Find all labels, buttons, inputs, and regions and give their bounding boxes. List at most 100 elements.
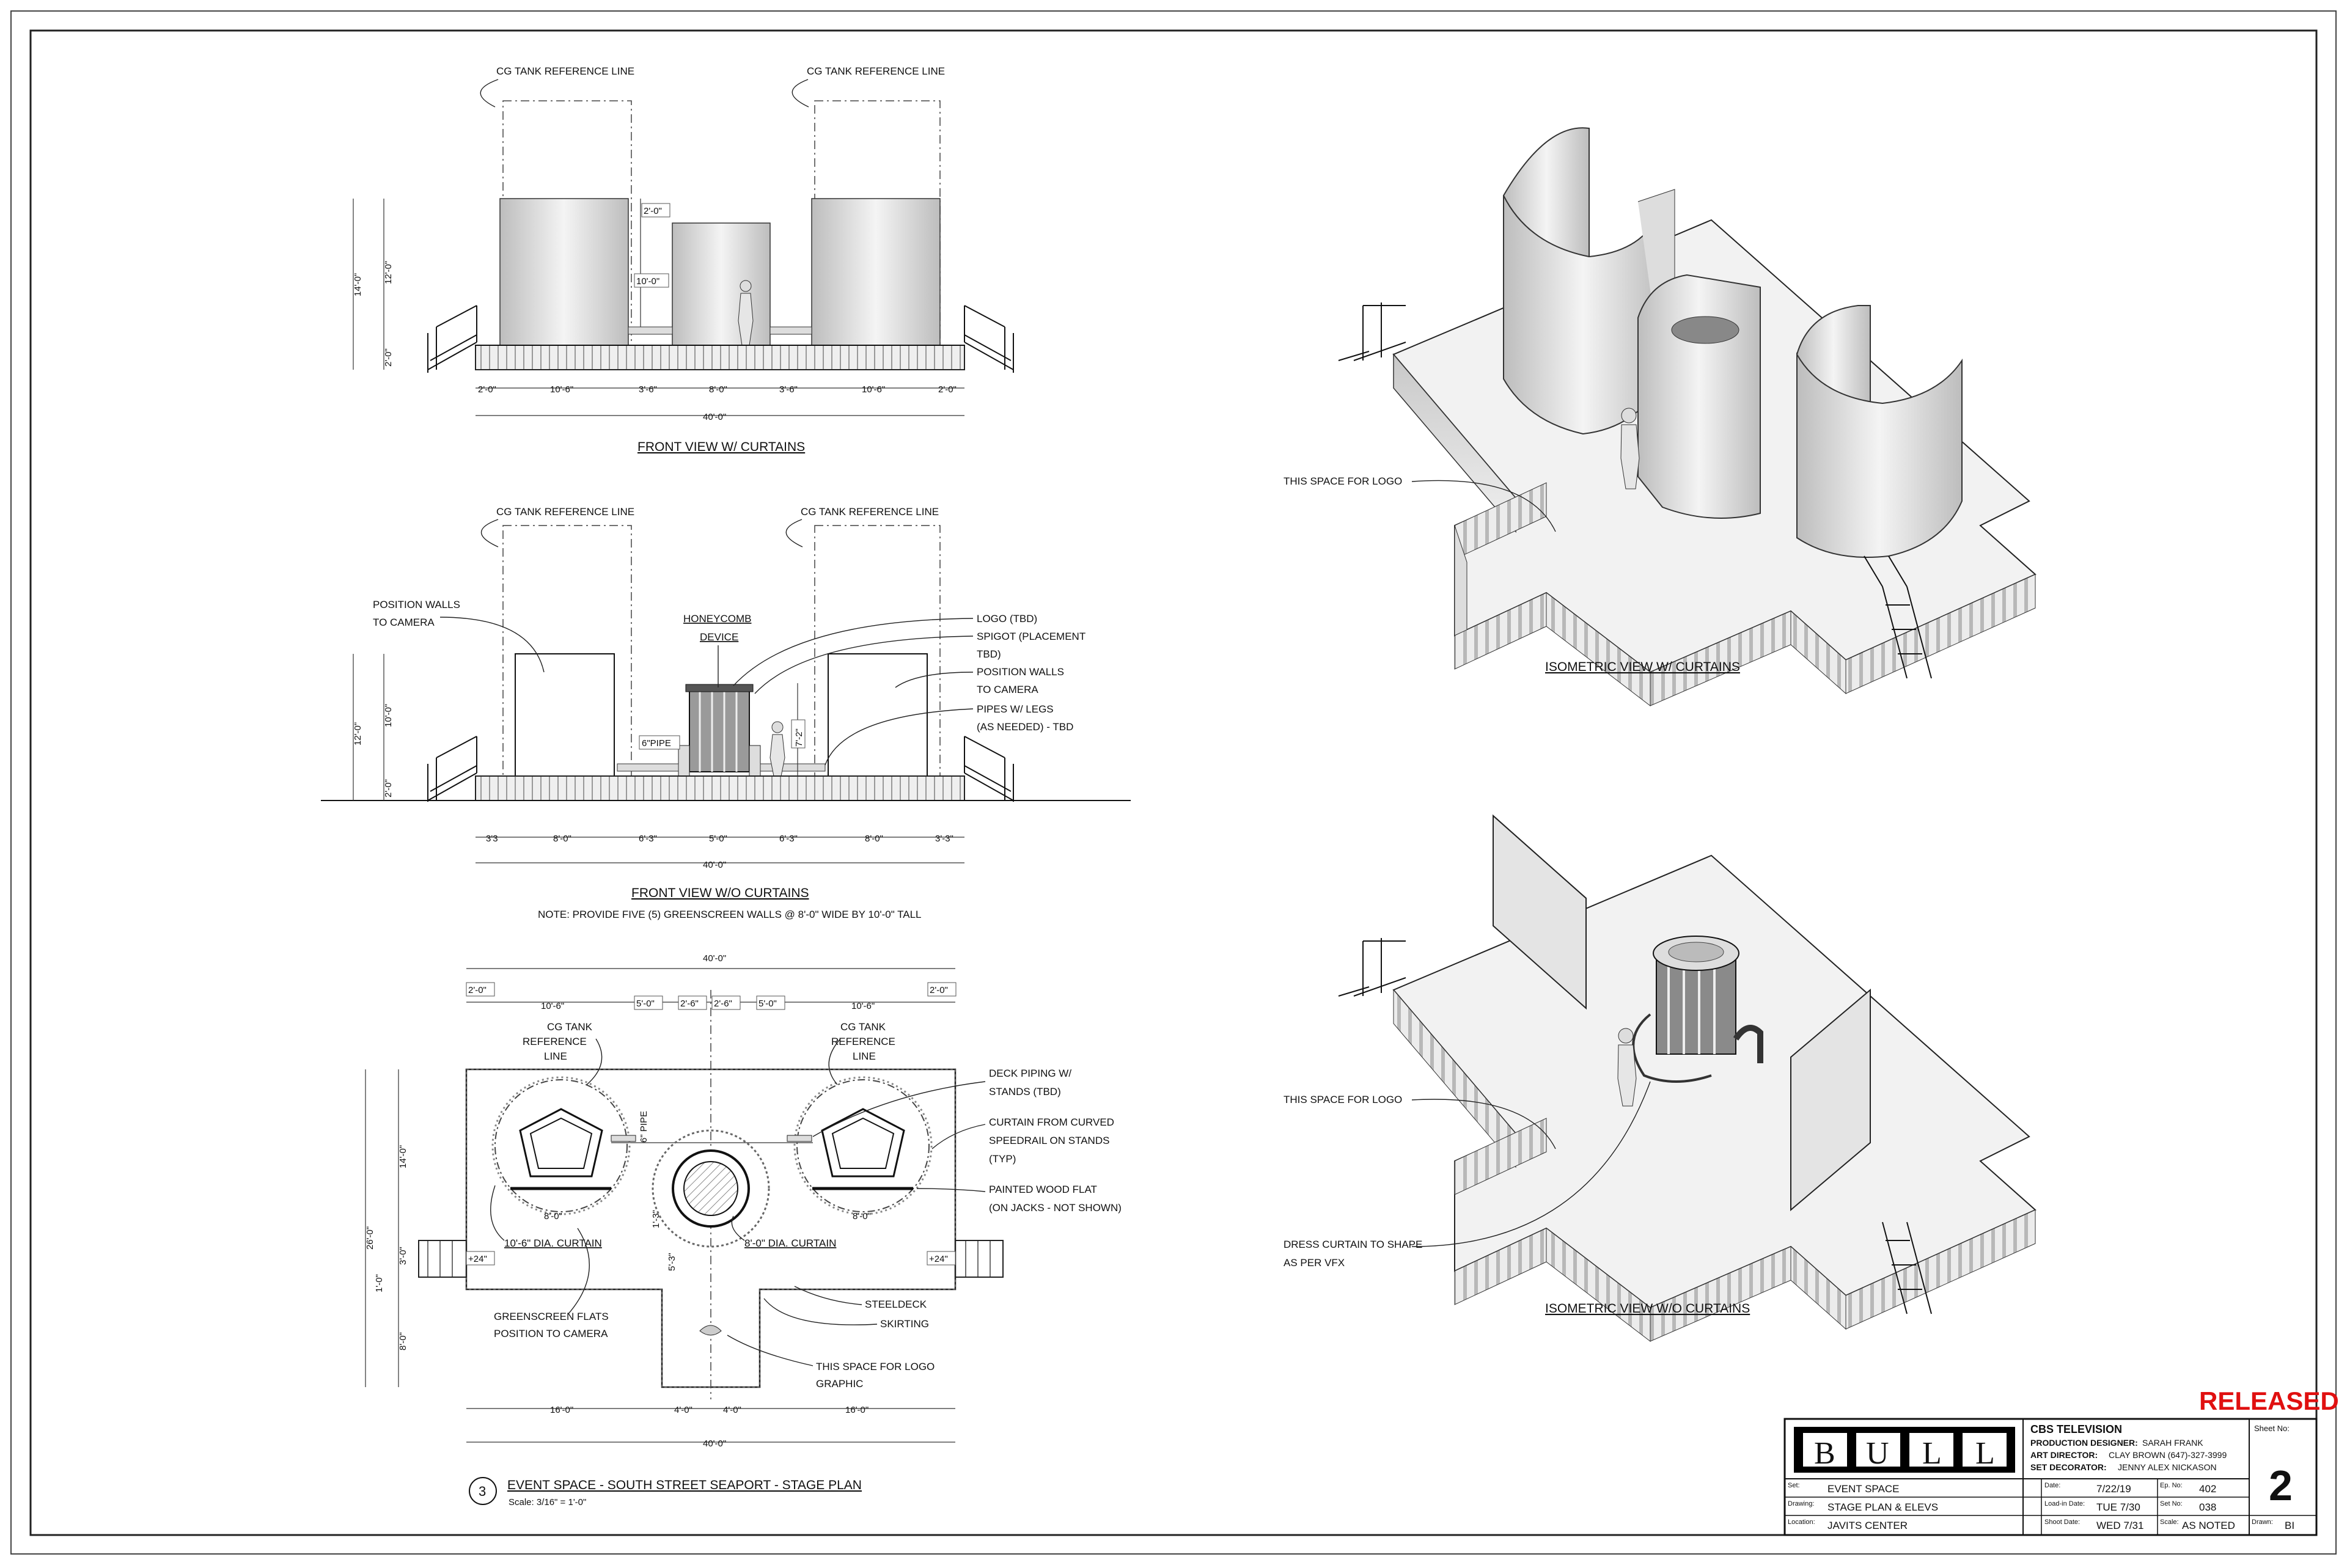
dim: 1'-0" — [374, 1274, 384, 1292]
dim: 12'-0" — [353, 722, 363, 746]
plan-number-circle — [469, 1477, 497, 1505]
dim: 6'-3" — [779, 833, 798, 844]
stair-plan-left — [418, 1240, 467, 1278]
logo-letter: B — [1814, 1436, 1835, 1471]
dim: 2'-0" — [383, 348, 394, 367]
credit-role: ART DIRECTOR: — [2030, 1450, 2098, 1460]
iso-logo-space-2: THIS SPACE FOR LOGO — [1284, 1094, 1402, 1105]
stage-plan: 40'-0" 2'-0" 10'-6" 5'-0" 2'-6" 2'-6" 5'… — [365, 953, 1122, 1508]
plan-title: EVENT SPACE - SOUTH STREET SEAPORT - STA… — [507, 1478, 862, 1492]
title-block: B U L L CBS TELEVISION PRODUCTION DESIGN… — [1783, 1418, 2318, 1536]
dim: 10'-0" — [383, 704, 394, 727]
honeycomb-device — [678, 684, 761, 777]
label-position-walls-r1: POSITION WALLS — [977, 666, 1064, 678]
loadin-value: TUE 7/30 — [2096, 1501, 2140, 1513]
dim: 10'-6" — [550, 384, 573, 395]
label-greenscreen-l1: GREENSCREEN FLATS — [494, 1311, 609, 1322]
iso-curtain-center — [1637, 274, 1761, 519]
drawing-label: Drawing: — [1788, 1500, 1814, 1508]
dim: 3'-0" — [398, 1247, 408, 1265]
title-front-view-with-curtains: FRONT VIEW W/ CURTAINS — [637, 440, 805, 454]
released-stamp: RELEASED — [2199, 1387, 2339, 1415]
dim-total: 40'-0" — [703, 953, 726, 964]
dim-plus24-left: +24" — [468, 1254, 487, 1264]
dim: 2'-6" — [714, 998, 732, 1009]
cg-plan-r2: REFERENCE — [831, 1036, 895, 1047]
label-position-walls-r2: TO CAMERA — [977, 684, 1038, 695]
cg-plan-l3: LINE — [544, 1050, 567, 1062]
credit-name: SARAH FRANK — [2142, 1438, 2203, 1448]
dim: 8'-0" — [853, 1211, 871, 1222]
label-deck-piping-l2: STANDS (TBD) — [989, 1086, 1061, 1097]
isometric-view-with-curtains: THIS SPACE FOR LOGO ISOMETRIC VIEW W/ CU… — [1284, 127, 2037, 707]
label-dia-curtain-2: 8'-0" DIA. CURTAIN — [744, 1237, 836, 1249]
person-figure — [769, 721, 785, 777]
iso-wall-left — [1493, 814, 1587, 1010]
dim: 5'-0" — [709, 833, 727, 844]
date-value: 7/22/19 — [2096, 1483, 2131, 1495]
pipe — [769, 326, 812, 335]
iso-wall-right — [1790, 988, 1871, 1212]
title-iso-without-curtains: ISOMETRIC VIEW W/O CURTAINS — [1545, 1302, 1750, 1316]
iso-deck-top-2 — [1392, 854, 2037, 1309]
cg-plan-l2: REFERENCE — [523, 1036, 587, 1047]
label-logo-tbd: LOGO (TBD) — [977, 613, 1037, 625]
leader — [792, 79, 809, 108]
dim: 2'-0" — [468, 985, 487, 995]
dim: 16'-0" — [550, 1405, 573, 1415]
inner-border — [29, 29, 2318, 1536]
credit-name: JENNY ALEX NICKASON — [2118, 1462, 2217, 1472]
label-spigot-l2: TBD) — [977, 648, 1001, 660]
pipe — [617, 763, 679, 772]
label-6-pipe-plan: 6" PIPE — [639, 1111, 649, 1143]
dim: 3'-6" — [639, 384, 657, 395]
dim: 2'-0" — [938, 384, 957, 395]
logo-letter: L — [1922, 1436, 1942, 1471]
dim: 2'-0" — [478, 384, 496, 395]
dim-plus24-right: +24" — [929, 1254, 948, 1264]
credit-name: CLAY BROWN (647)-327-3999 — [2109, 1450, 2227, 1460]
scale-label: Scale: — [2160, 1519, 2179, 1526]
stair-right — [964, 305, 1014, 373]
company: CBS TELEVISION — [2030, 1423, 2122, 1435]
dim: 8'-0" — [865, 833, 883, 844]
curtain-left — [499, 198, 629, 346]
stair-left — [427, 305, 477, 373]
plan-number: 3 — [479, 1484, 486, 1499]
title-iso-with-curtains: ISOMETRIC VIEW W/ CURTAINS — [1545, 660, 1740, 674]
stage-skirting — [475, 775, 965, 801]
cg-label-2: CG TANK REFERENCE LINE — [807, 65, 945, 77]
label-logo-graphic-l2: GRAPHIC — [816, 1378, 863, 1390]
label-honeycomb-l1: HONEYCOMB — [683, 613, 751, 625]
dim: 2'-0" — [930, 985, 948, 995]
iso-honeycomb-device — [1632, 936, 1763, 1083]
curtain-center — [672, 222, 771, 346]
ep-label: Ep. No: — [2160, 1482, 2183, 1489]
iso-person — [1620, 408, 1640, 489]
label-greenscreen-l2: POSITION TO CAMERA — [494, 1328, 608, 1339]
shoot-label: Shoot Date: — [2044, 1519, 2080, 1526]
set-value: EVENT SPACE — [1827, 1483, 1899, 1495]
location-value: JAVITS CENTER — [1827, 1520, 1908, 1531]
label-curtain-l2: SPEEDRAIL ON STANDS — [989, 1135, 1109, 1146]
label-spigot-l1: SPIGOT (PLACEMENT — [977, 631, 1085, 642]
shoot-value: WED 7/31 — [2096, 1520, 2143, 1531]
stage-skirting — [475, 345, 965, 370]
drawn-value: BI — [2285, 1520, 2294, 1531]
dim: 2'-0" — [644, 206, 662, 216]
honeycomb-plan — [611, 1129, 812, 1248]
setno-value: 038 — [2199, 1501, 2216, 1513]
cg-reference-line-right — [814, 525, 941, 777]
dim-person: 7'-2" — [794, 728, 804, 747]
label-6-pipe: 6"PIPE — [642, 738, 671, 749]
logo-letter: L — [1975, 1436, 1995, 1471]
dim-total: 40'-0" — [703, 412, 726, 422]
dim: 5'-3" — [667, 1253, 677, 1271]
scale-value: AS NOTED — [2182, 1520, 2235, 1531]
iso-logo-space-1: THIS SPACE FOR LOGO — [1284, 475, 1402, 487]
dim: 14'-0" — [353, 273, 363, 296]
dim: 5'-0" — [636, 998, 655, 1009]
dim: 1'-3" — [651, 1210, 661, 1228]
